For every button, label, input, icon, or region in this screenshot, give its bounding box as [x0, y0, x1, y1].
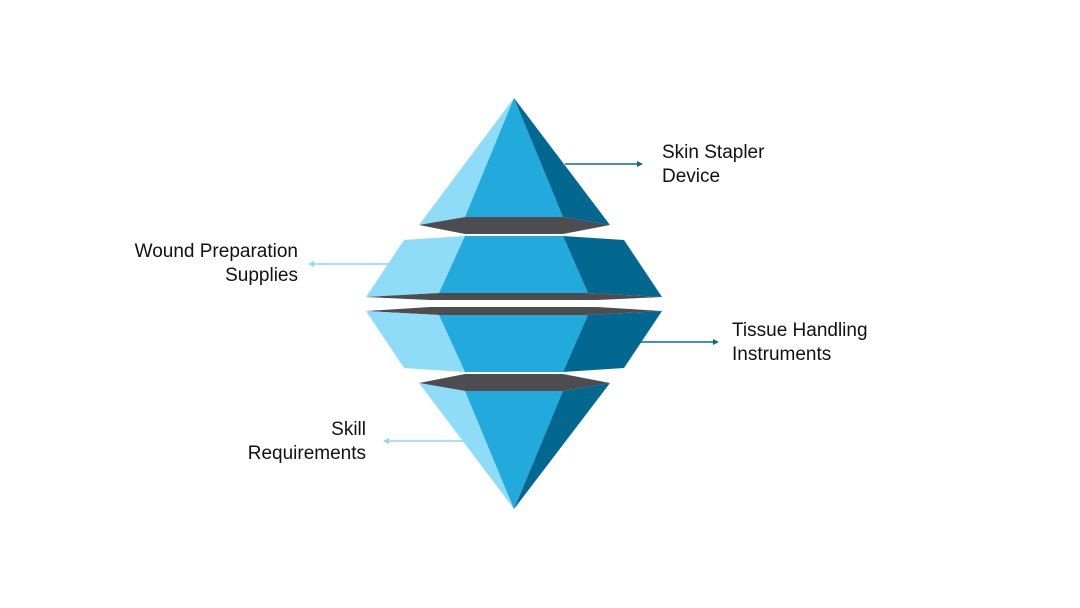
- label-tissue-handling-instruments: Tissue Handling Instruments: [732, 319, 992, 367]
- connector-top-right: [565, 161, 643, 167]
- label-mid-right-line1: Tissue Handling: [732, 320, 868, 341]
- label-top-right-line1: Skin Stapler: [662, 142, 765, 163]
- segment-upper-light-facet: [366, 236, 465, 297]
- segment-bottom-mid-facet: [465, 391, 563, 509]
- segment-lower-band: [366, 307, 662, 315]
- segment-bottom: [419, 374, 610, 509]
- label-mid-right-line2: Instruments: [732, 344, 832, 365]
- segment-bottom-dark-facet: [514, 383, 610, 509]
- segment-lower-light-facet: [366, 311, 465, 372]
- label-skin-stapler-device: Skin Stapler Device: [662, 141, 922, 189]
- segment-lower-middle: [366, 307, 662, 372]
- segment-top: [419, 98, 610, 234]
- segment-lower-mid-facet: [439, 315, 588, 372]
- segment-lower-dark-facet: [563, 311, 662, 372]
- segment-upper-dark-facet: [563, 236, 662, 297]
- label-mid-left-line2: Supplies: [225, 265, 298, 286]
- connector-bottom-left: [383, 438, 463, 444]
- segment-top-band: [419, 217, 610, 234]
- label-top-right-line2: Device: [662, 166, 721, 187]
- segment-top-mid-facet: [465, 98, 563, 217]
- segment-top-light-facet: [419, 98, 514, 225]
- segment-upper-band: [366, 293, 662, 300]
- label-mid-left-line1: Wound Preparation: [134, 241, 298, 262]
- connector-mid-left: [308, 261, 392, 267]
- label-bottom-left-line2: Requirements: [247, 443, 366, 464]
- segment-upper-middle: [366, 236, 662, 300]
- segment-top-dark-facet: [514, 98, 610, 225]
- segment-bottom-band: [419, 374, 610, 391]
- label-wound-preparation-supplies: Wound Preparation Supplies: [38, 240, 298, 288]
- segment-upper-mid-facet: [439, 236, 588, 293]
- label-bottom-left-line1: Skill: [331, 419, 366, 440]
- connector-mid-right: [640, 339, 719, 345]
- segment-bottom-light-facet: [419, 383, 514, 509]
- label-skill-requirements: Skill Requirements: [106, 418, 366, 466]
